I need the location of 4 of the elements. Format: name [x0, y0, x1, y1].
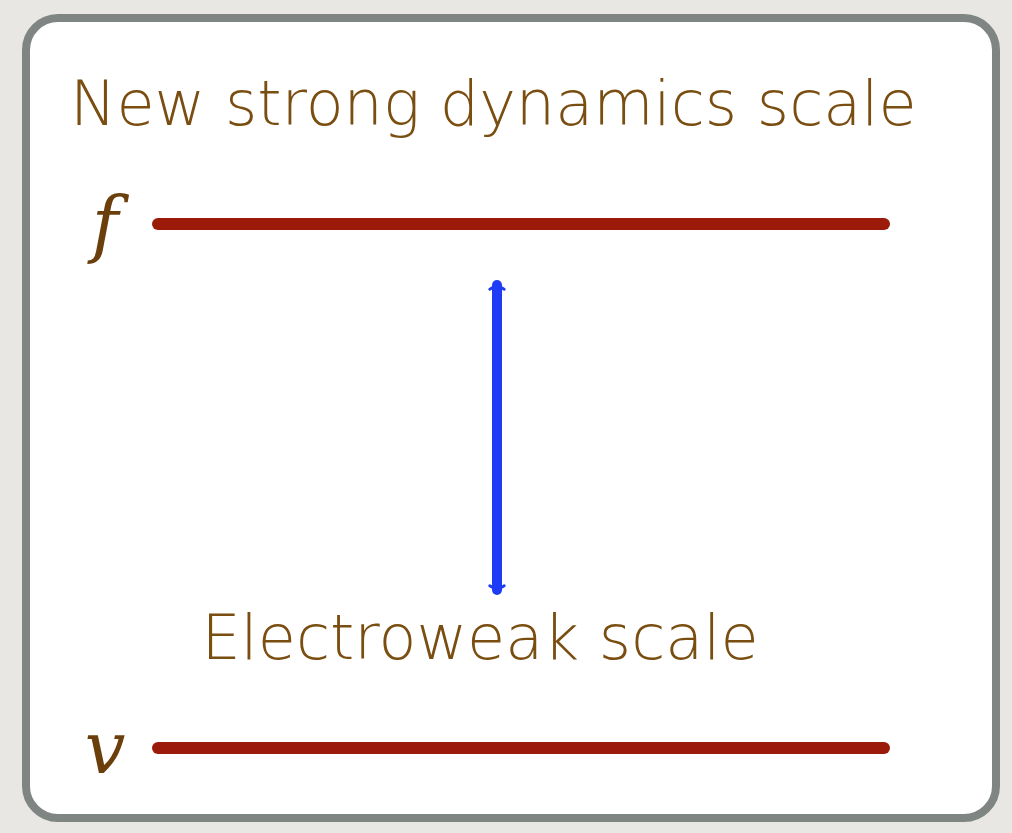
scale-label: New strong dynamics scale: [70, 70, 917, 139]
math-symbol: v: [83, 712, 127, 784]
scale-label: Electroweak scale: [201, 604, 759, 673]
double-arrow: [488, 280, 506, 595]
